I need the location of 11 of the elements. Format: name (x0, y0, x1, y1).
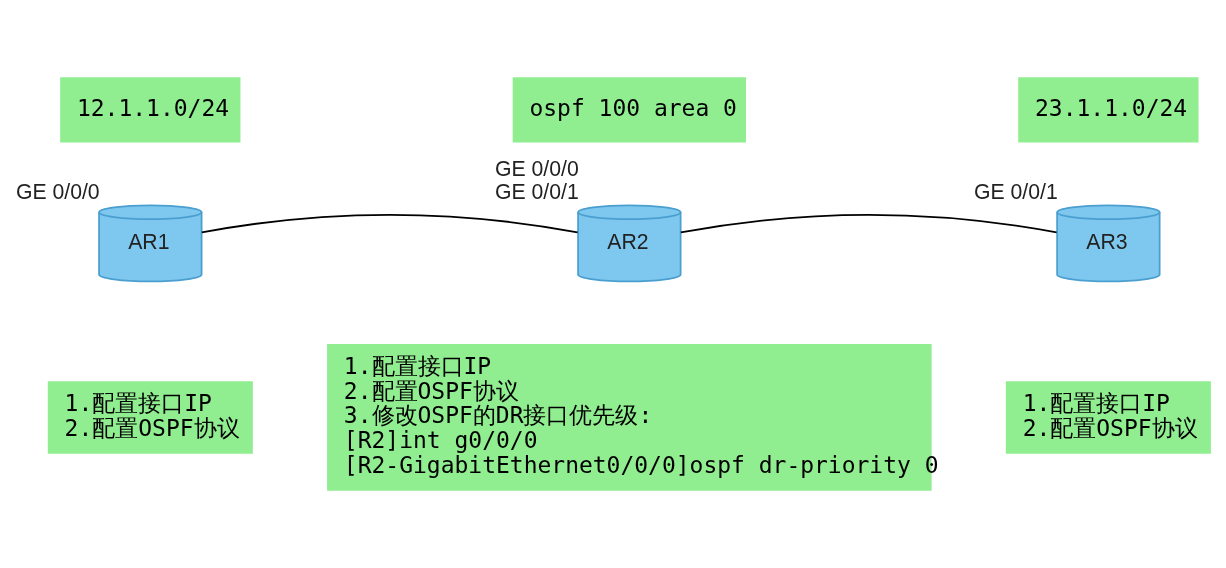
node-box: 23.1.1.0/24 (1018, 77, 1199, 143)
node-box: 1.配置接口IP 2.配置OSPF协议 (47, 381, 253, 454)
node-label: GE 0/0/1 (974, 180, 1058, 204)
node-label: GE 0/0/0 (495, 157, 579, 181)
node-box: 1.配置接口IP 2.配置OSPF协议 (1005, 381, 1211, 454)
node-label: GE 0/0/1 (495, 180, 579, 204)
node-box: 12.1.1.0/24 (60, 77, 241, 143)
connector (679, 213, 1058, 234)
node-label: GE 0/0/0 (15, 180, 100, 204)
connector (200, 213, 579, 234)
node-box: ospf 100 area 0 (512, 77, 746, 143)
